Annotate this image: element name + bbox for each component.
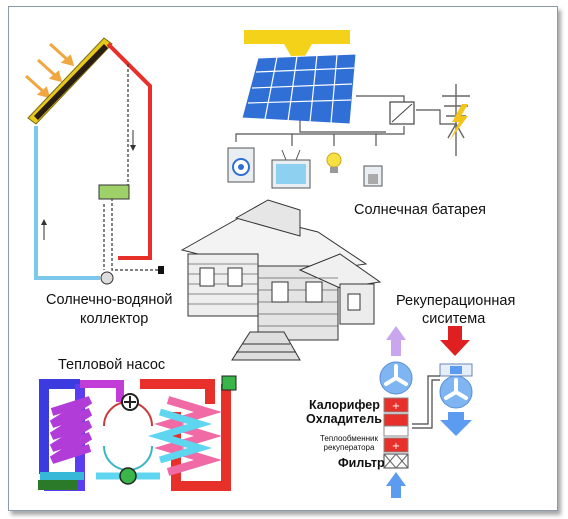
heat-exchanger-block [383, 437, 409, 453]
recuperation-system: + + [379, 326, 473, 498]
solar-water-collector [24, 37, 164, 285]
heater-label: Калорифер [309, 398, 380, 412]
heat-exchanger-label: Теплообменник [319, 434, 379, 443]
supply-down-arrow-icon [440, 412, 472, 436]
expansion-valve-icon [119, 467, 137, 485]
sun-rays-icon [24, 42, 75, 99]
hot-water-pipe [106, 42, 152, 260]
inlet-arrow-icon [440, 326, 470, 356]
solar-collector-label: Солнечно-водяной [46, 292, 173, 308]
coffee-maker-icon [363, 165, 383, 187]
svg-text:+: + [392, 441, 400, 452]
heat-pump-system [38, 375, 237, 491]
controller-box [98, 184, 130, 200]
lightning-icon [450, 104, 468, 140]
solar-battery-system [227, 30, 470, 189]
solar-battery-label: Солнечная батарея [354, 202, 487, 218]
cold-water-pipe [34, 126, 100, 280]
recuperation-label: Рекуперационная [396, 293, 516, 309]
washing-machine-icon [227, 147, 255, 183]
solar-panel [241, 53, 357, 125]
heater-block [383, 397, 409, 413]
solar-collector-label-2: коллектор [80, 311, 149, 327]
cooler-label: Охладитель [306, 412, 382, 426]
recuperation-label-2: сиситема [422, 311, 486, 327]
tv-icon [271, 149, 311, 189]
cooler-block [383, 413, 409, 427]
house-illustration [180, 199, 382, 361]
pump-icon [100, 271, 114, 285]
filter-label: Фильтр [338, 456, 385, 470]
intake-up-arrow-icon [386, 472, 406, 498]
sun-arrow-icon [244, 30, 350, 68]
light-bulb-icon [326, 152, 342, 173]
svg-text:+: + [392, 401, 400, 412]
filter-block [383, 453, 409, 469]
heat-exchanger-label-2: рекуператора [323, 443, 375, 452]
heat-pump-label: Тепловой насос [58, 357, 166, 373]
exhaust-arrow-icon [386, 326, 406, 356]
